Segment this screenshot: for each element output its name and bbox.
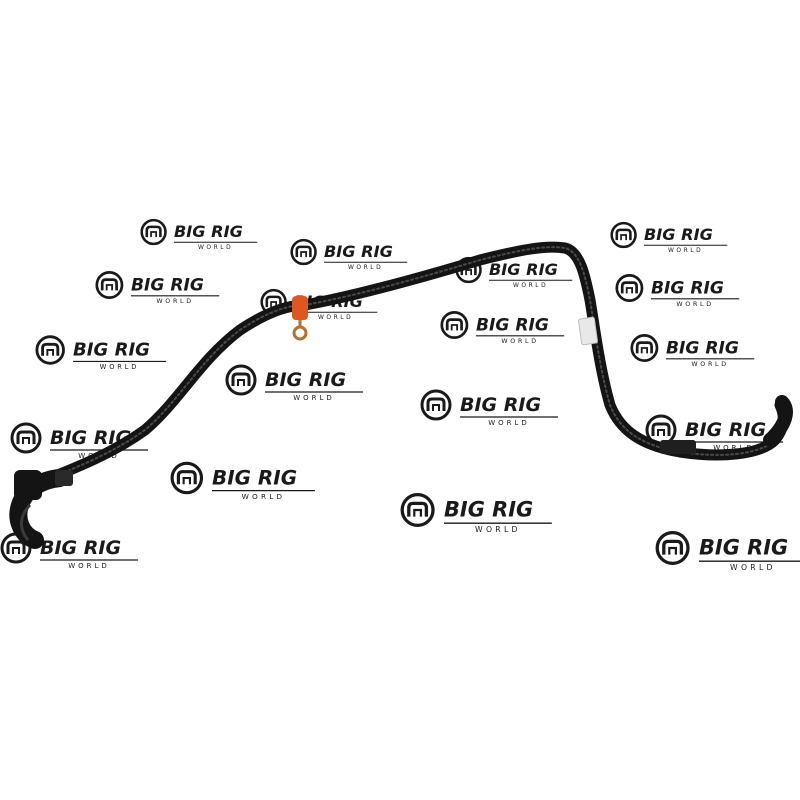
watermark-brand: BIG RIG <box>444 498 533 522</box>
watermark-brand: BIG RIG <box>666 338 739 358</box>
right-fitting <box>660 395 793 454</box>
watermark-logo: BIG RIG WORLD <box>225 364 363 402</box>
watermark-brand: BIG RIG <box>73 340 150 361</box>
watermark-logo: BIG RIG WORLD <box>400 492 552 534</box>
watermark-logo: BIG RIG WORLD <box>290 238 408 271</box>
watermark-logo: BIG RIG WORLD <box>440 311 565 345</box>
watermark-sub: WORLD <box>501 338 538 345</box>
watermark-sub: WORLD <box>730 563 776 572</box>
watermark-logo: BIG RIG WORLD <box>35 335 167 371</box>
watermark-logo: BIG RIG WORLD <box>95 271 220 305</box>
watermark-sub: WORLD <box>668 247 703 254</box>
watermark-sub: WORLD <box>475 525 521 534</box>
left-connector <box>9 469 73 549</box>
watermark-sub: WORLD <box>513 282 548 289</box>
watermark-sub: WORLD <box>156 298 193 305</box>
watermark-brand: BIG RIG <box>699 536 788 560</box>
watermark-sub: WORLD <box>242 492 286 501</box>
hose-highlight <box>44 246 776 481</box>
watermark-sub: WORLD <box>676 301 713 308</box>
hose-assembly <box>9 241 793 549</box>
watermark-brand: BIG RIG <box>644 225 713 244</box>
watermark-sub: WORLD <box>318 314 353 321</box>
watermark-brand: BIG RIG <box>651 278 724 298</box>
watermark-brand: BIG RIG <box>265 369 346 391</box>
watermark-brand: BIG RIG <box>212 465 297 489</box>
watermark-sub: WORLD <box>713 444 755 452</box>
label-band <box>578 316 598 346</box>
watermark-logo: BIG RIG WORLD <box>0 532 138 570</box>
watermark-sub: WORLD <box>198 244 233 251</box>
watermark-logo: BIG RIG WORLD <box>615 274 740 308</box>
watermark-logo: BIG RIG WORLD <box>170 461 315 501</box>
watermark-logo: BIG RIG WORLD <box>420 389 558 427</box>
watermark-brand: BIG RIG <box>324 242 393 261</box>
watermark-sub: WORLD <box>68 562 110 570</box>
watermark-logo: BIG RIG WORLD <box>455 256 573 289</box>
watermark-brand: BIG RIG <box>131 275 204 295</box>
watermark-brand: BIG RIG <box>174 222 243 241</box>
watermark-sub: WORLD <box>348 264 383 271</box>
watermark-sub: WORLD <box>293 394 335 402</box>
watermark-logo: BIG RIG WORLD <box>610 221 728 254</box>
orange-clamp <box>292 296 308 341</box>
watermark-sub: WORLD <box>100 363 139 371</box>
watermark-brand: BIG RIG <box>40 537 121 559</box>
watermark-brand: BIG RIG <box>460 394 541 416</box>
watermark-brand: BIG RIG <box>685 419 766 441</box>
watermark-sub: WORLD <box>691 361 728 368</box>
watermark-brand: BIG RIG <box>489 260 558 279</box>
watermark-sub: WORLD <box>488 419 530 427</box>
watermark-logo: BIG RIG WORLD <box>630 334 755 368</box>
watermark-logo: BIG RIG WORLD <box>655 530 800 572</box>
watermark-brand: BIG RIG <box>50 427 131 449</box>
watermark-logo: BIG RIG WORLD <box>140 218 258 251</box>
watermark-brand: BIG RIG <box>476 315 549 335</box>
